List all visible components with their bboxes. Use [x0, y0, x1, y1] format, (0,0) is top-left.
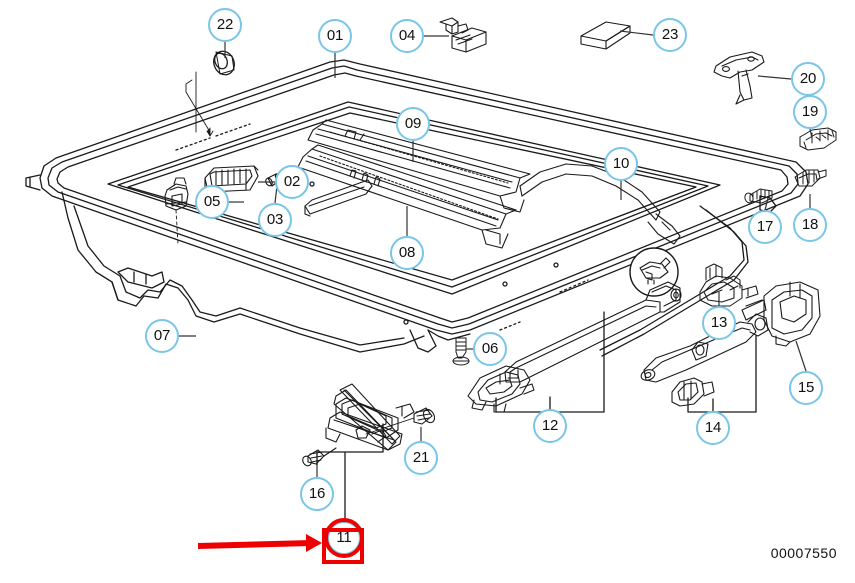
callout-06[interactable]: 06	[473, 332, 507, 366]
diagram-part-number: 00007550	[770, 545, 837, 561]
callout-18[interactable]: 18	[793, 208, 827, 242]
callout-03[interactable]: 03	[258, 203, 292, 237]
callout-22[interactable]: 22	[208, 8, 242, 42]
callout-12[interactable]: 12	[533, 409, 567, 443]
callout-10[interactable]: 10	[604, 147, 638, 181]
callout-04[interactable]: 04	[390, 19, 424, 53]
callout-08[interactable]: 08	[390, 236, 424, 270]
callout-16[interactable]: 16	[300, 477, 334, 511]
callout-20[interactable]: 20	[791, 62, 825, 96]
callout-07[interactable]: 07	[145, 319, 179, 353]
callout-17[interactable]: 17	[748, 210, 782, 244]
callout-01[interactable]: 01	[318, 19, 352, 53]
callout-09[interactable]: 09	[396, 107, 430, 141]
callout-15[interactable]: 15	[789, 371, 823, 405]
callout-05[interactable]: 05	[195, 185, 229, 219]
callout-13[interactable]: 13	[702, 306, 736, 340]
callout-21[interactable]: 21	[404, 441, 438, 475]
callout-23[interactable]: 23	[653, 18, 687, 52]
callout-02[interactable]: 02	[275, 165, 309, 199]
callout-14[interactable]: 14	[696, 411, 730, 445]
highlight-box[interactable]	[322, 528, 364, 564]
callout-19[interactable]: 19	[793, 95, 827, 129]
callout-11[interactable]: 11	[324, 518, 364, 558]
